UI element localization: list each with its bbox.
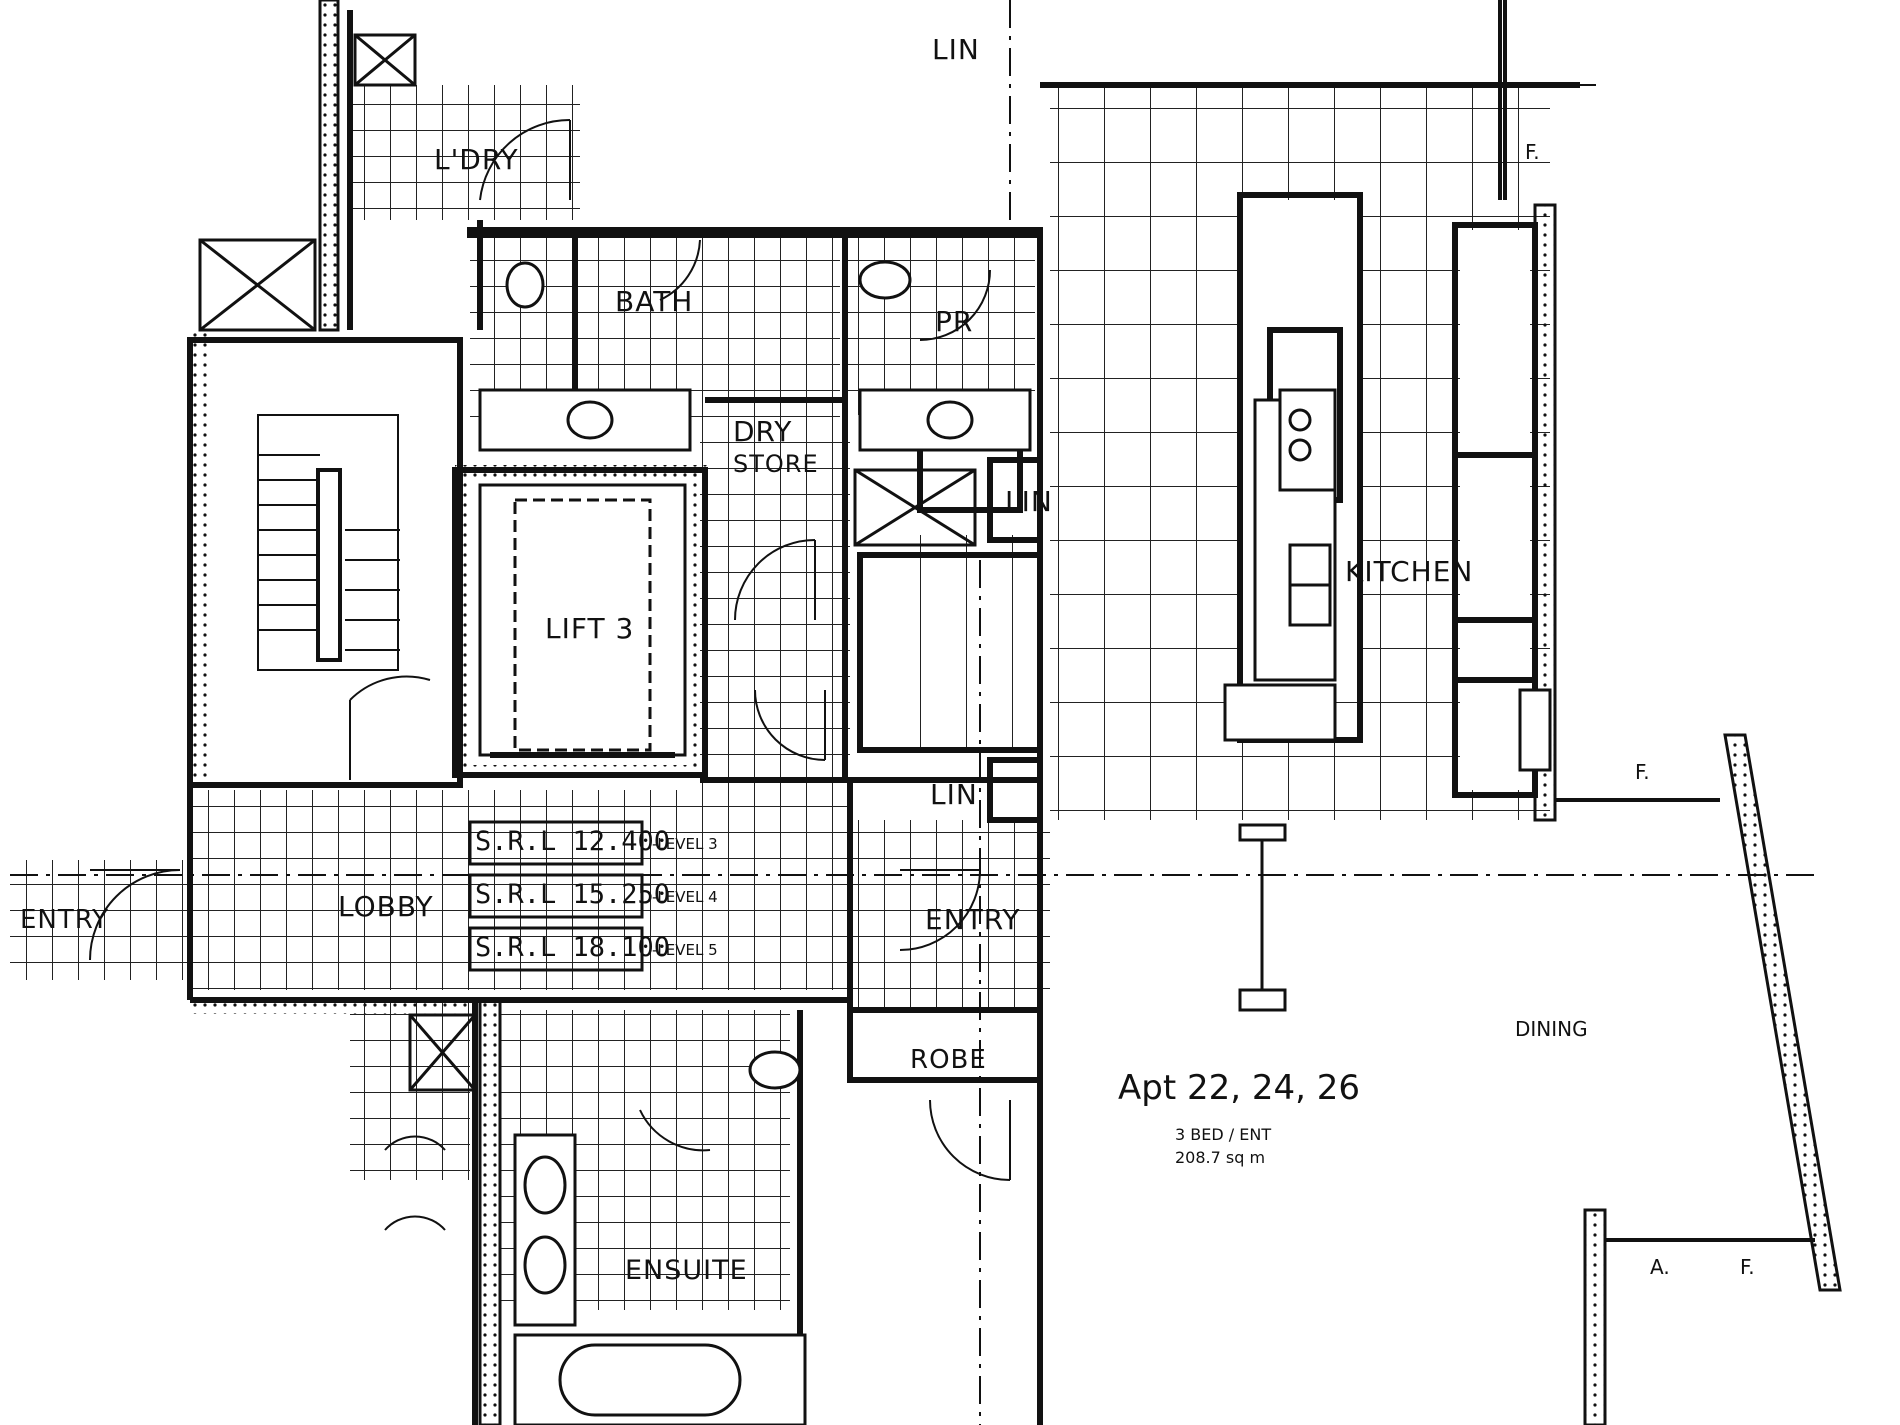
room-label-powder-room: PR (935, 305, 974, 338)
srl-level-4: S.R.L 15.250 (475, 879, 671, 910)
apartment-title: Apt 22, 24, 26 (1118, 1068, 1361, 1108)
room-label-dining: DINING (1515, 1017, 1588, 1041)
fence-marker-a: A. (1650, 1255, 1670, 1279)
level-3-label: -LEVEL 3 (652, 835, 718, 853)
apartment-type: 3 BED / ENT (1175, 1125, 1272, 1144)
room-label-entry-left: ENTRY (20, 905, 110, 935)
room-label-store: STORE (733, 450, 819, 478)
centre-lines (10, 0, 1820, 1425)
room-label-bath: BATH (615, 285, 694, 318)
room-label-laundry: L'DRY (434, 143, 519, 176)
room-label-kitchen: KITCHEN (1345, 555, 1474, 588)
stair (257, 414, 431, 780)
level-5-label: -LEVEL 5 (652, 941, 718, 959)
apartment-area: 208.7 sq m (1175, 1148, 1266, 1167)
room-label-dry: DRY (733, 415, 793, 448)
lift-car (478, 483, 687, 758)
fence-marker-f-bottom: F. (1740, 1255, 1755, 1279)
service-shafts (198, 33, 977, 1092)
fence-lines (1498, 0, 1815, 1242)
room-label-entry-right: ENTRY (925, 903, 1021, 936)
level-4-label: -LEVEL 4 (652, 888, 718, 906)
door-swings (89, 118, 1011, 1231)
fence-marker-f-mid: F. (1635, 760, 1650, 784)
fixtures (478, 260, 1552, 1425)
fence-marker-f-top: F. (1525, 140, 1540, 164)
room-label-ensuite: ENSUITE (625, 1255, 748, 1286)
room-label-lin-lower: LIN (930, 778, 978, 811)
srl-level-3: S.R.L 12.400 (475, 826, 671, 857)
room-label-lift: LIFT 3 (545, 612, 635, 645)
room-label-lobby: LOBBY (338, 890, 434, 923)
room-label-lin-top: LIN (932, 33, 980, 66)
srl-level-5: S.R.L 18.100 (475, 932, 671, 963)
masonry-walls (190, 0, 1842, 1425)
srl-boxes (468, 820, 644, 972)
room-label-robe: ROBE (910, 1045, 987, 1075)
room-label-lin-mid: LIN (1005, 485, 1053, 518)
